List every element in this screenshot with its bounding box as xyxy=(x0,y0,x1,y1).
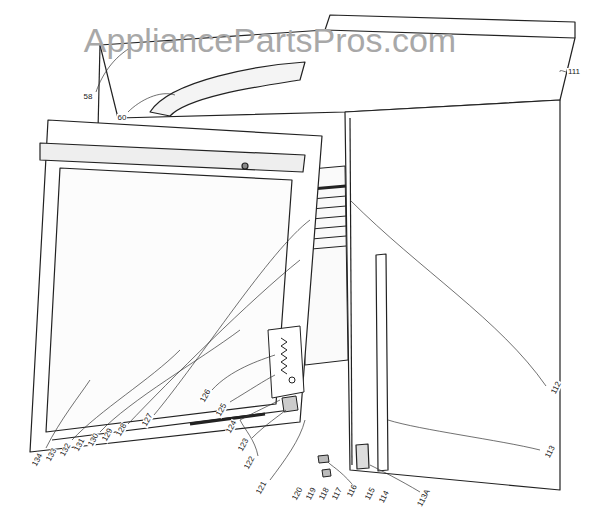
leader-line xyxy=(240,400,280,420)
callout-number: 120 xyxy=(291,485,305,502)
callout-number: 122 xyxy=(243,454,257,471)
callout-number: 134 xyxy=(31,451,45,468)
callout-number: 115 xyxy=(363,486,377,503)
callout-number: 113A xyxy=(416,487,432,508)
callout-number: 130 xyxy=(87,431,101,448)
callout-number: 131 xyxy=(73,436,87,453)
door-bottom-bar xyxy=(190,414,265,424)
callout-number: 124 xyxy=(225,418,239,435)
hinge-pin xyxy=(289,377,295,383)
callout-number: 113 xyxy=(543,444,557,461)
door-handle xyxy=(40,143,305,172)
callout-number: 112 xyxy=(549,380,563,397)
leader-line xyxy=(154,220,310,415)
handle-screw xyxy=(242,163,248,169)
hinge-channel xyxy=(376,254,388,471)
leader-line xyxy=(270,420,305,480)
callout-number: 116 xyxy=(345,483,359,500)
side-panel xyxy=(345,100,560,490)
door-window xyxy=(46,168,292,432)
callout-number: 123 xyxy=(237,436,251,453)
leader-line xyxy=(212,355,275,390)
hinge-spring xyxy=(281,338,287,374)
leader-line xyxy=(328,462,352,484)
callout-number: 117 xyxy=(330,486,344,503)
oven-left-edge xyxy=(98,45,100,130)
hinge-bracket xyxy=(282,396,298,412)
callout-number: 118 xyxy=(317,486,331,503)
panel-edge xyxy=(350,118,352,465)
callout-number: 128 xyxy=(115,421,129,438)
leader-line xyxy=(128,94,175,112)
leader-line xyxy=(72,350,180,440)
leader-line xyxy=(128,260,300,424)
callout-number: 129 xyxy=(101,426,115,443)
door-frame xyxy=(30,120,322,452)
hinge-clip xyxy=(318,455,329,463)
watermark: AppliancePartsPros.com xyxy=(84,23,456,57)
callout-number: 119 xyxy=(304,486,318,503)
callout-number: 111 xyxy=(567,68,581,76)
callout-number: 58 xyxy=(83,93,94,101)
callout-number: 125 xyxy=(215,401,229,418)
hinge-clip xyxy=(322,469,331,477)
callout-number: 121 xyxy=(255,479,269,496)
hinge-catch xyxy=(356,444,369,469)
oven-door xyxy=(30,120,322,452)
leader-line xyxy=(252,410,286,438)
callout-number: 127 xyxy=(141,411,155,428)
leader-line xyxy=(370,465,420,492)
leader-line xyxy=(350,200,546,386)
vent-duct xyxy=(150,62,305,116)
callout-number: 133 xyxy=(45,446,59,463)
leader-line xyxy=(560,71,566,73)
leader-line xyxy=(230,375,275,402)
callout-number: 114 xyxy=(377,489,391,506)
leader-lines xyxy=(46,48,566,492)
callout-number: 132 xyxy=(59,441,73,458)
hinge-plate xyxy=(268,326,304,398)
leader-line xyxy=(388,420,540,450)
callout-number: 60 xyxy=(117,114,128,122)
callout-number: 126 xyxy=(199,387,213,404)
